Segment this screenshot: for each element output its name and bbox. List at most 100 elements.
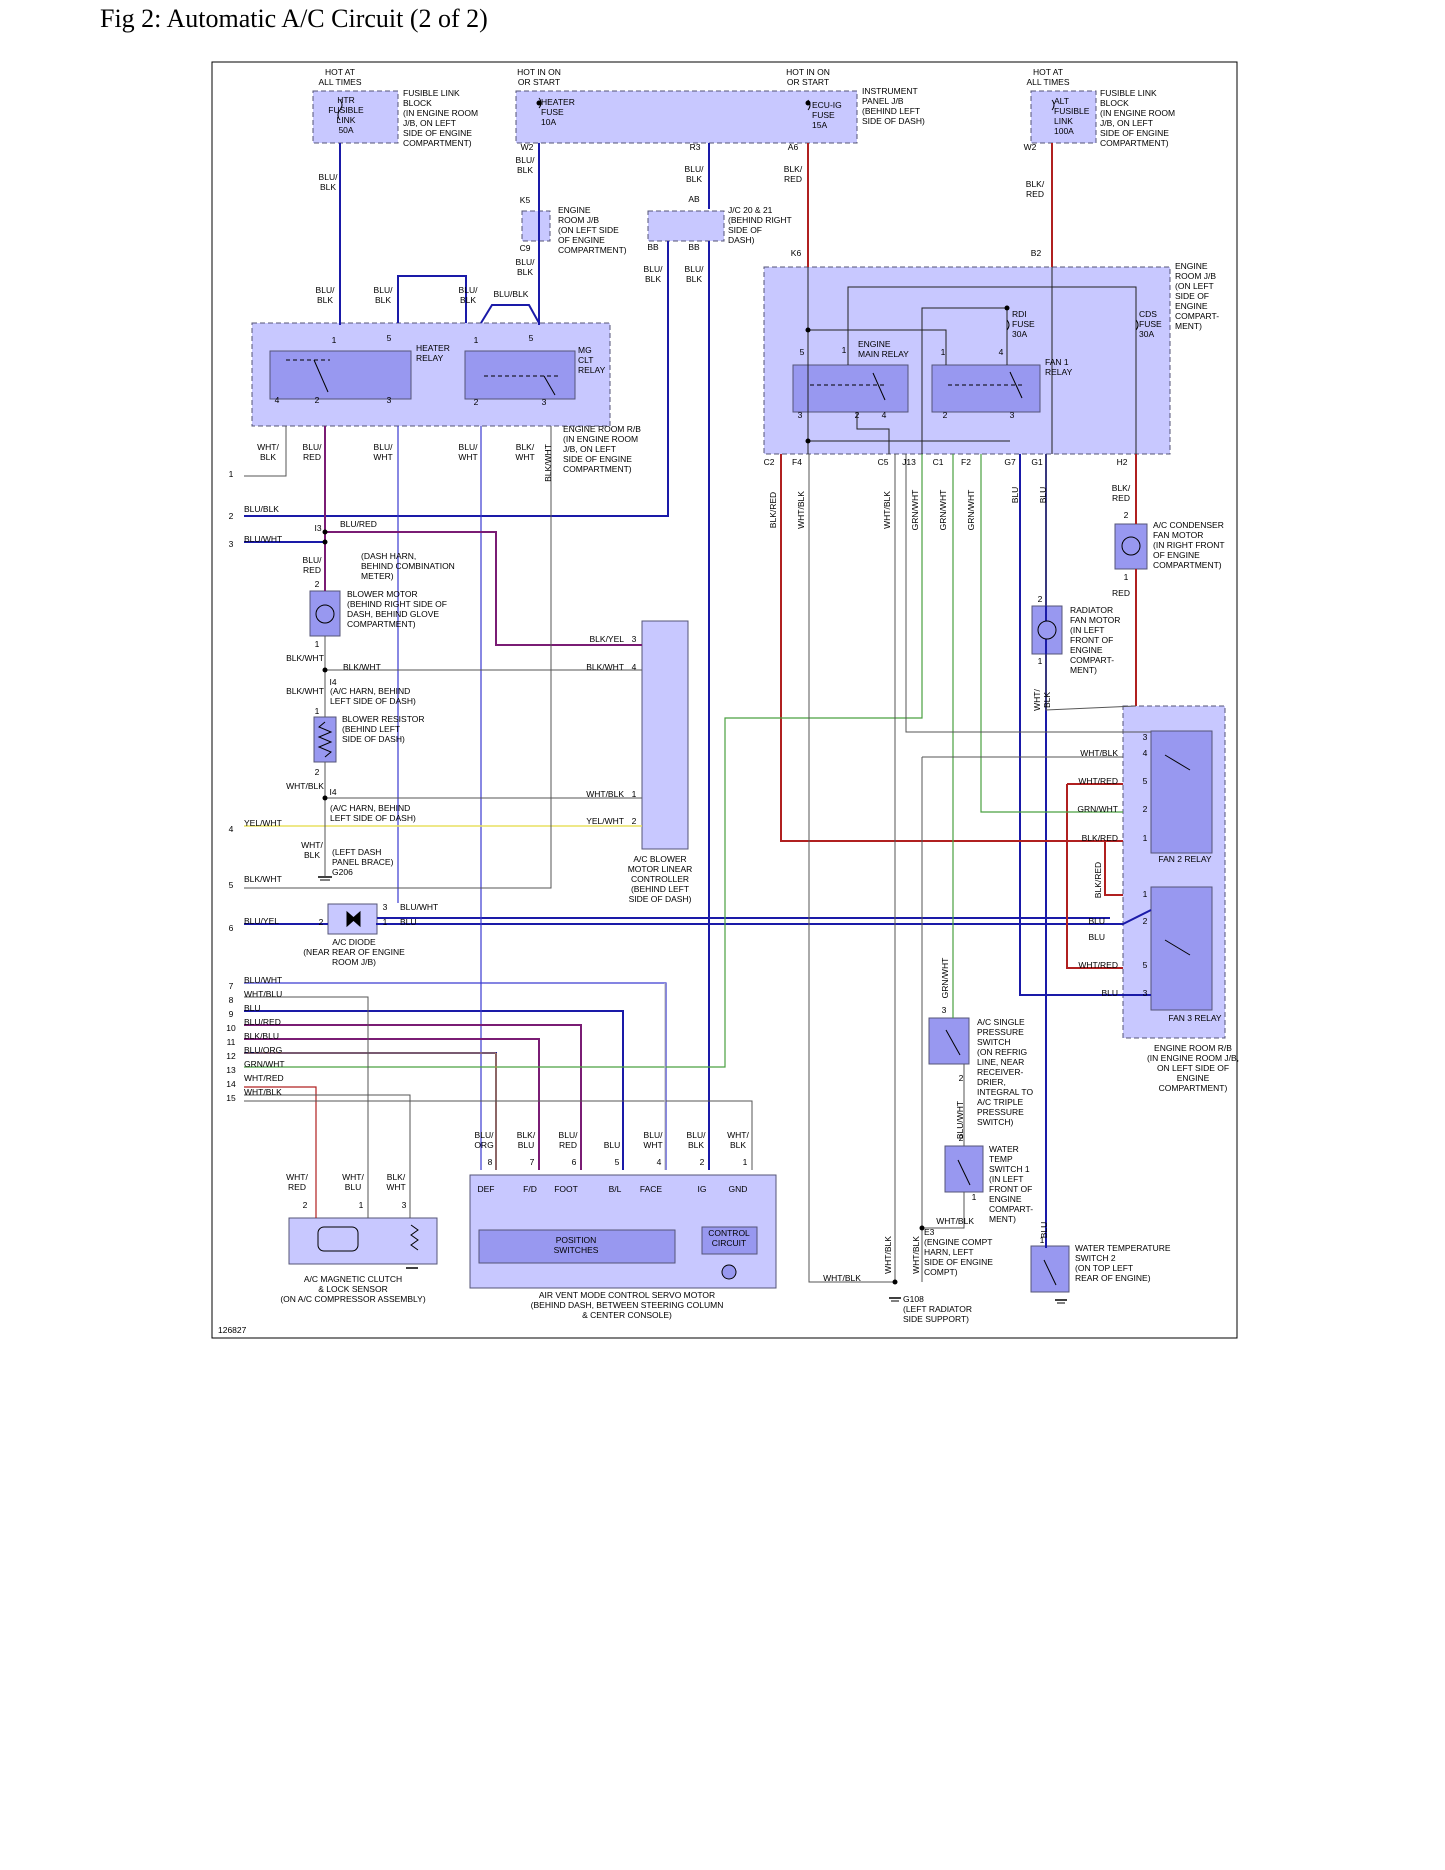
diagram-label: RELAY xyxy=(416,353,444,363)
diagram-label: WHT/BLK xyxy=(244,1087,282,1097)
diagram-label: G1 xyxy=(1031,457,1043,467)
diagram-label: FUSIBLE LINK xyxy=(403,88,460,98)
blower-motor-icon xyxy=(315,604,335,624)
water-temp-switch-1 xyxy=(944,1145,984,1193)
diagram-label: HOT AT xyxy=(325,67,355,77)
diagram-label: SIDE OF ENGINE xyxy=(563,454,632,464)
diagram-label: BLU/RED xyxy=(340,519,377,529)
diagram-label: WHT/BLU xyxy=(244,989,282,999)
diagram-label: WHT/BLK xyxy=(823,1273,861,1283)
diagram-label: 2 xyxy=(315,579,320,589)
diagram-label: 4 xyxy=(632,662,637,672)
diagram-label: 15 xyxy=(226,1093,236,1103)
diagram-label: MENT) xyxy=(1070,665,1097,675)
diagram-label: 2 xyxy=(229,511,234,521)
diagram-label: A/C DIODE xyxy=(332,937,376,947)
diagram-label: BLK xyxy=(375,295,391,305)
diagram-label: BLK/ xyxy=(784,164,803,174)
diagram-label: 2 xyxy=(943,410,948,420)
figure-id: 126827 xyxy=(218,1325,247,1335)
diagram-label: 3 xyxy=(402,1200,407,1210)
engine-main-relay xyxy=(792,364,909,413)
diagram-label: 1 xyxy=(632,789,637,799)
diagram-label: WHT xyxy=(386,1182,405,1192)
diagram-label: (LEFT RADIATOR xyxy=(903,1304,972,1314)
diagram-label: BLK/RED xyxy=(1093,862,1103,898)
diagram-label: W2 xyxy=(521,142,534,152)
diagram-label: 2 xyxy=(632,816,637,826)
diagram-label: BLU/BLK xyxy=(244,504,279,514)
diagram-label: FUSE xyxy=(541,107,564,117)
diagram-label: 3 xyxy=(1010,410,1015,420)
diagram-label: DASH) xyxy=(728,235,755,245)
diagram-label: POSITION xyxy=(556,1235,597,1245)
diagram-label: BLU xyxy=(1039,1222,1049,1239)
diagram-label: FUSE xyxy=(1012,319,1035,329)
water-temp-switch-2 xyxy=(1030,1245,1070,1293)
diagram-label: 3 xyxy=(1143,732,1148,742)
radiator-fan-motor-icon xyxy=(1037,620,1057,640)
diagram-label: 2 xyxy=(315,767,320,777)
diagram-label: LINE, NEAR xyxy=(977,1057,1024,1067)
diagram-label: BLU/ xyxy=(316,285,336,295)
fan-3-relay xyxy=(1150,886,1213,1011)
diagram-label: B/L xyxy=(609,1184,622,1194)
diagram-label: BLK xyxy=(517,165,533,175)
diagram-label: 4 xyxy=(229,824,234,834)
diagram-label: WHT xyxy=(515,452,534,462)
diagram-label: BLU/ xyxy=(559,1130,579,1140)
diagram-label: 6 xyxy=(572,1157,577,1167)
diagram-label: BLU/ xyxy=(303,442,323,452)
diagram-label: WHT/RED xyxy=(1078,960,1118,970)
diagram-label: (BEHIND DASH, BETWEEN STEERING COLUMN xyxy=(531,1300,724,1310)
diagram-label: WHT/BLK xyxy=(936,1216,974,1226)
diagram-label: ENGINE xyxy=(558,205,591,215)
diagram-label: BLK/WHT xyxy=(543,444,553,482)
diagram-label: WHT/BLK xyxy=(911,1236,921,1274)
diagram-label: BLU xyxy=(604,1140,621,1150)
diagram-label: FUSE xyxy=(812,110,835,120)
diagram-label: A/C TRIPLE xyxy=(977,1097,1023,1107)
diagram-label: BLOCK xyxy=(1100,98,1129,108)
diagram-label: G7 xyxy=(1004,457,1016,467)
diagram-label: BLK/WHT xyxy=(343,662,381,672)
diagram-label: BLK xyxy=(304,850,320,860)
diode-icon-2 xyxy=(351,910,361,928)
diagram-label: SIDE OF ENGINE xyxy=(403,128,472,138)
diagram-label: 13 xyxy=(226,1065,236,1075)
diagram-label: WHT/ xyxy=(727,1130,749,1140)
diagram-label: FOOT xyxy=(554,1184,578,1194)
diagram-label: (DASH HARN, xyxy=(361,551,416,561)
diagram-label: 1 xyxy=(332,335,337,345)
diagram-label: LINK xyxy=(337,115,356,125)
diagram-label: WHT xyxy=(458,452,477,462)
diagram-label: GRN/WHT xyxy=(966,490,976,531)
diagram-label: BLU/WHT xyxy=(244,975,282,985)
diagram-label: 7 xyxy=(229,981,234,991)
resistor-icon xyxy=(317,721,333,758)
junction-connector-20-21 xyxy=(647,210,725,242)
diagram-label: BLU xyxy=(1088,916,1105,926)
diagram-label: COMPARTMENT) xyxy=(1159,1083,1228,1093)
diagram-label: (BEHIND RIGHT xyxy=(728,215,792,225)
diagram-label: 1 xyxy=(743,1157,748,1167)
diagram-label: COMPART- xyxy=(1070,655,1114,665)
diagram-label: ENGINE ROOM R/B xyxy=(1154,1043,1232,1053)
diagram-label: 4 xyxy=(999,347,1004,357)
diagram-label: 3 xyxy=(1143,988,1148,998)
diagram-label: 2 xyxy=(303,1200,308,1210)
diagram-label: RED xyxy=(303,565,321,575)
diagram-label: BLK/WHT xyxy=(286,653,324,663)
diagram-label: COMPART- xyxy=(989,1204,1033,1214)
diagram-label: RED xyxy=(303,452,321,462)
diagram-label: BLU/ xyxy=(459,442,479,452)
diagram-label: BLK/ xyxy=(1112,483,1131,493)
diagram-label: (A/C HARN, BEHIND xyxy=(330,803,410,813)
diagram-label: A/C BLOWER xyxy=(633,854,686,864)
diagram-label: (BEHIND LEFT xyxy=(631,884,689,894)
diagram-label: SIDE OF ENGINE xyxy=(924,1257,993,1267)
diagram-label: WATER TEMPERATURE xyxy=(1075,1243,1171,1253)
diagram-label: BLK/WHT xyxy=(286,686,324,696)
diagram-label: 14 xyxy=(226,1079,236,1089)
diagram-label: ENGINE xyxy=(858,339,891,349)
